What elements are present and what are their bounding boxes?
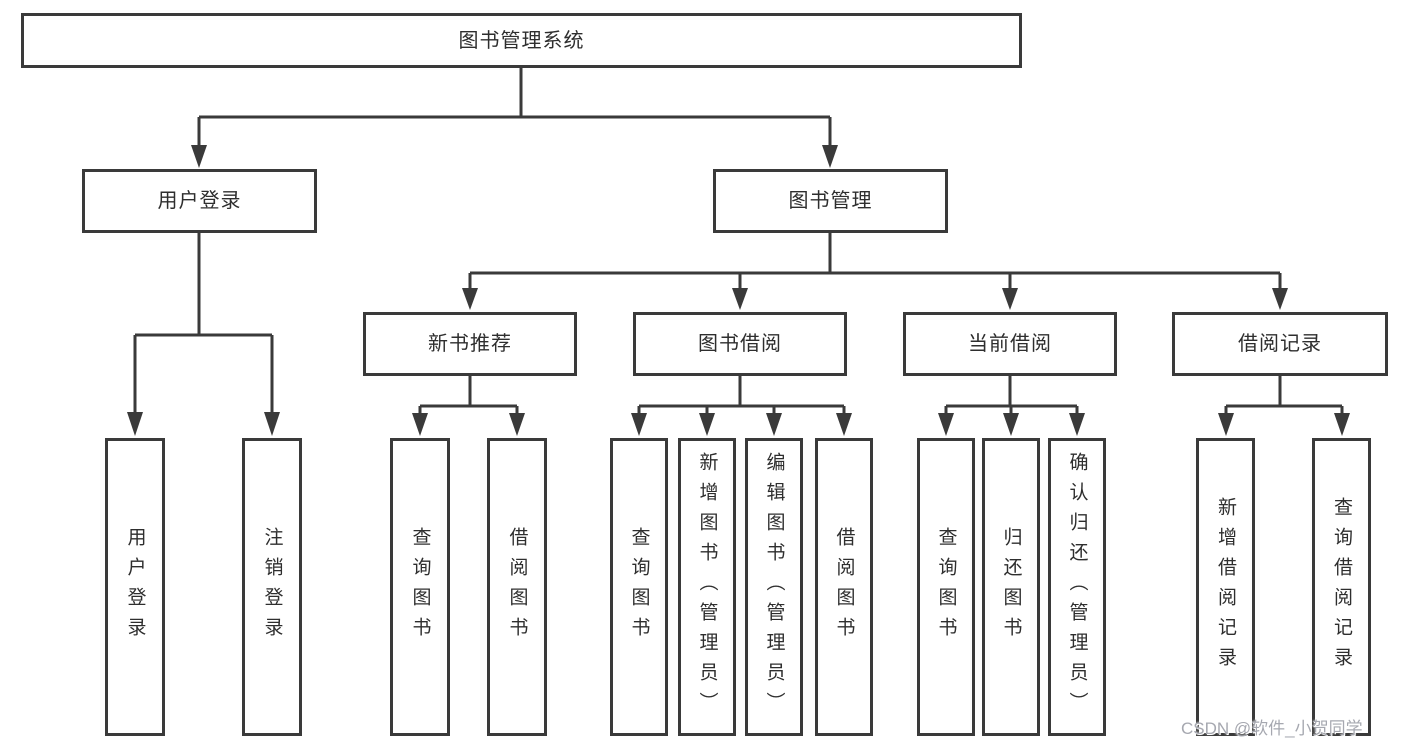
leaf-cb-return-book: 归还图书	[982, 438, 1040, 736]
watermark: CSDN @软件_小贺同学	[1181, 719, 1363, 738]
leaf-cb-return-book-label: 归还图书	[1000, 527, 1022, 647]
leaf-br-add-record-label: 新增借阅记录	[1215, 497, 1236, 677]
leaf-br-query-record: 查询借阅记录	[1312, 438, 1371, 736]
leaf-bb-query-books: 查询图书	[610, 438, 668, 736]
node-user-login: 用户登录	[82, 169, 317, 233]
leaf-bb-borrow-books-label: 借阅图书	[833, 527, 855, 647]
leaf-nb-query-books-label: 查询图书	[409, 527, 431, 647]
connector-borrowing-records-to-children	[1218, 376, 1350, 436]
node-new-book-recommendation: 新书推荐	[363, 312, 577, 376]
leaf-user-login-label: 用户登录	[124, 527, 146, 647]
leaf-cb-confirm-return-admin: 确认归还（管理员）	[1048, 438, 1106, 736]
node-current-borrowing-label: 当前借阅	[968, 333, 1052, 355]
node-root: 图书管理系统	[21, 13, 1022, 68]
leaf-logout: 注销登录	[242, 438, 302, 736]
node-book-management-label: 图书管理	[788, 190, 873, 212]
node-book-borrowing-label: 图书借阅	[698, 333, 782, 355]
leaf-br-add-record: 新增借阅记录	[1196, 438, 1255, 736]
node-new-book-recommendation-label: 新书推荐	[428, 333, 512, 355]
connector-new-book-recommendation-to-children	[412, 376, 525, 436]
leaf-nb-query-books: 查询图书	[390, 438, 450, 736]
leaf-br-query-record-label: 查询借阅记录	[1331, 497, 1352, 677]
leaf-cb-query-books: 查询图书	[917, 438, 975, 736]
connector-book-borrowing-to-children	[631, 376, 852, 436]
node-book-borrowing: 图书借阅	[633, 312, 847, 376]
node-book-management: 图书管理	[713, 169, 948, 233]
connector-user-login-to-children	[127, 233, 280, 436]
leaf-bb-edit-book-admin-label: 编辑图书（管理员）	[763, 452, 785, 722]
leaf-bb-borrow-books: 借阅图书	[815, 438, 873, 736]
leaf-cb-confirm-return-admin-label: 确认归还（管理员）	[1066, 452, 1088, 722]
leaf-bb-add-book-admin: 新增图书（管理员）	[678, 438, 736, 736]
leaf-cb-query-books-label: 查询图书	[935, 527, 957, 647]
leaf-bb-edit-book-admin: 编辑图书（管理员）	[745, 438, 803, 736]
connector-root-to-level1	[191, 68, 838, 168]
node-borrowing-records-label: 借阅记录	[1238, 333, 1322, 355]
leaf-logout-label: 注销登录	[261, 527, 283, 647]
node-current-borrowing: 当前借阅	[903, 312, 1117, 376]
connector-book-management-to-level2	[462, 233, 1288, 310]
leaf-nb-borrow-books: 借阅图书	[487, 438, 547, 736]
leaf-nb-borrow-books-label: 借阅图书	[506, 527, 528, 647]
node-user-login-label: 用户登录	[157, 190, 242, 212]
leaf-bb-query-books-label: 查询图书	[628, 527, 650, 647]
node-root-label: 图书管理系统	[458, 29, 585, 52]
node-borrowing-records: 借阅记录	[1172, 312, 1388, 376]
connector-current-borrowing-to-children	[938, 376, 1085, 436]
leaf-bb-add-book-admin-label: 新增图书（管理员）	[696, 452, 718, 722]
leaf-user-login: 用户登录	[105, 438, 165, 736]
